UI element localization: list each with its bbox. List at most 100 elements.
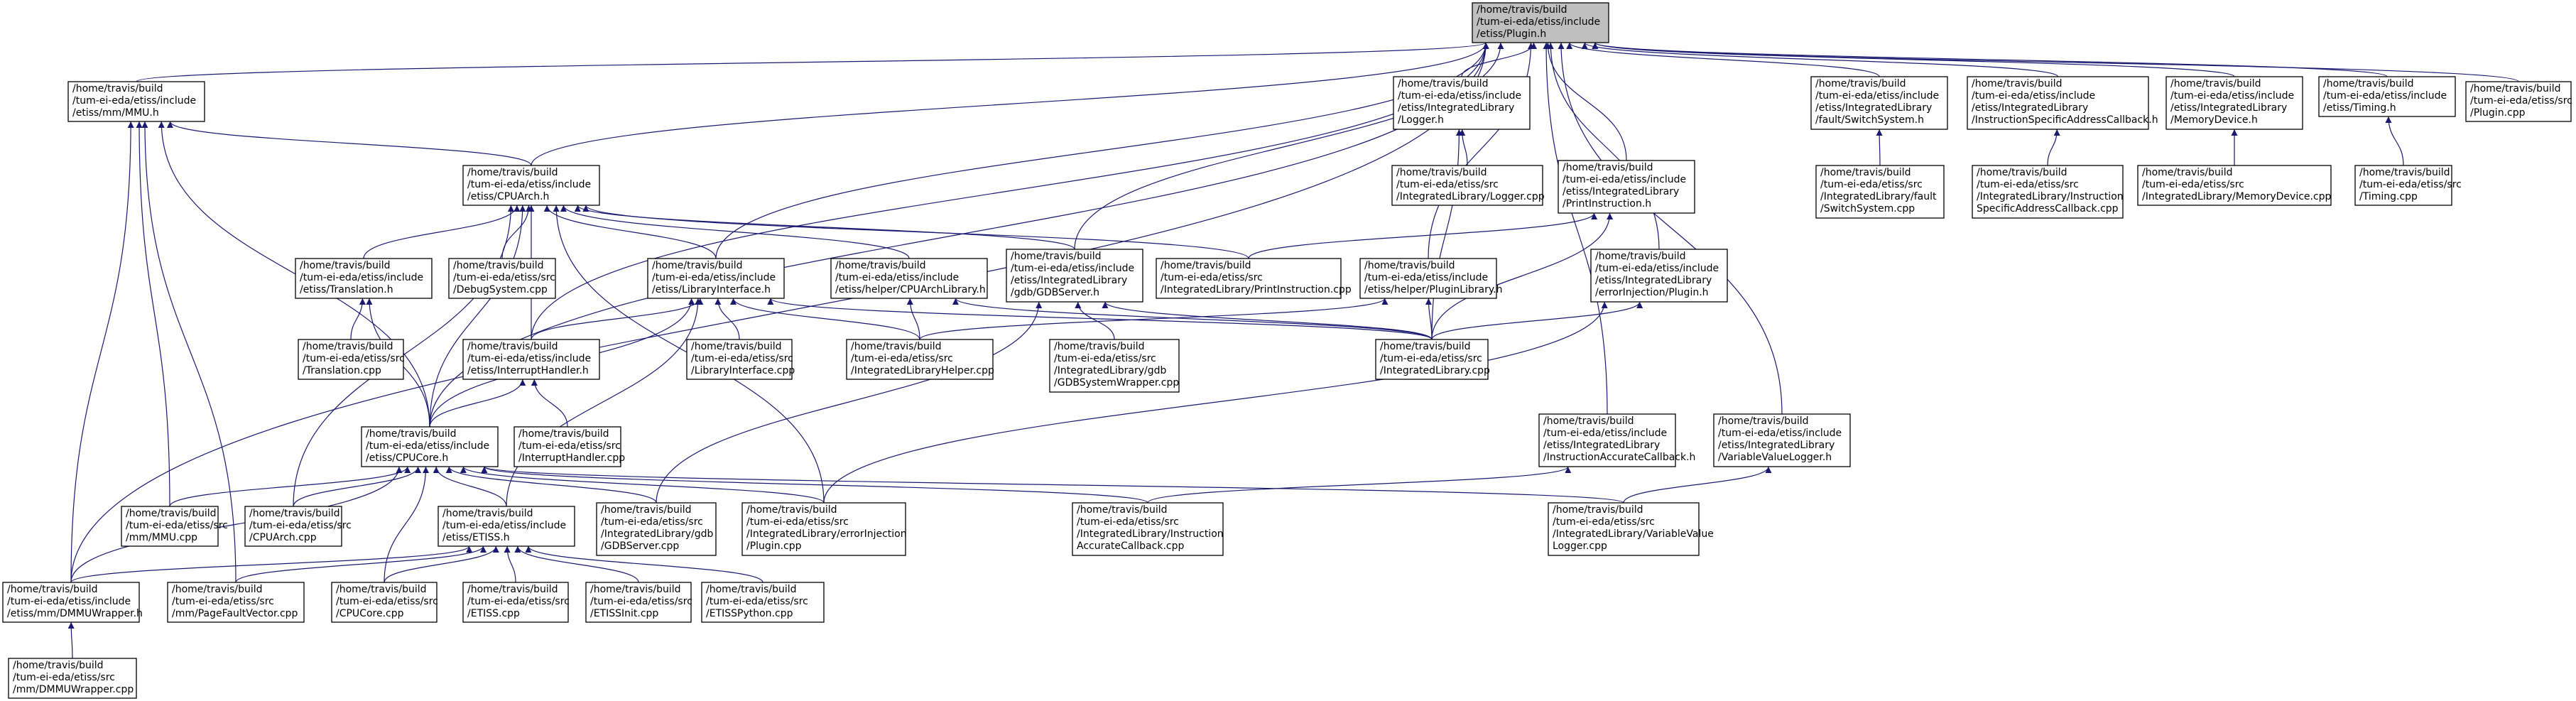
graph-node-translation-h[interactable]: /home/travis/build/tum-ei-eda/etiss/incl… xyxy=(295,258,433,299)
node-box xyxy=(741,502,906,556)
node-label-line: /home/travis/build xyxy=(1553,504,1643,516)
graph-node-vvlogger-h[interactable]: /home/travis/build/tum-ei-eda/etiss/incl… xyxy=(1713,413,1851,467)
graph-node-translation-cpp[interactable]: /home/travis/build/tum-ei-eda/etiss/src/… xyxy=(298,339,405,380)
graph-node-etiss-h[interactable]: /home/travis/build/tum-ei-eda/etiss/incl… xyxy=(438,506,575,547)
graph-node-errinj-h[interactable]: /home/travis/build/tum-ei-eda/etiss/incl… xyxy=(1590,249,1728,303)
node-box xyxy=(2354,165,2452,206)
node-label-line: /etiss/LibraryInterface.h xyxy=(652,284,771,295)
node-label-line: /home/travis/build xyxy=(2170,78,2261,89)
edge-etisspython-cpp-to-etiss-h xyxy=(525,545,763,583)
graph-node-plugin-cpp[interactable]: /home/travis/build/tum-ei-eda/etiss/src/… xyxy=(2465,81,2572,122)
graph-node-libiface-cpp[interactable]: /home/travis/build/tum-ei-eda/etiss/src/… xyxy=(686,339,795,380)
graph-node-printinstr-h[interactable]: /home/travis/build/tum-ei-eda/etiss/incl… xyxy=(1558,160,1695,214)
graph-node-cpucore-h[interactable]: /home/travis/build/tum-ei-eda/etiss/incl… xyxy=(361,426,499,467)
graph-node-intlibhelper-cpp[interactable]: /home/travis/build/tum-ei-eda/etiss/src/… xyxy=(846,339,994,380)
graph-node-inthandler-cpp[interactable]: /home/travis/build/tum-ei-eda/etiss/src/… xyxy=(513,426,625,467)
node-label-line: /tum-ei-eda/etiss/include xyxy=(442,520,566,531)
graph-node-plugin-h[interactable]: /home/travis/build/tum-ei-eda/etiss/incl… xyxy=(1472,2,1609,43)
graph-node-mmu-cpp[interactable]: /home/travis/build/tum-ei-eda/etiss/src/… xyxy=(121,506,228,547)
edge-intlib-cpp-to-pluginlib-h xyxy=(1425,298,1433,340)
graph-node-memdev-h[interactable]: /home/travis/build/tum-ei-eda/etiss/incl… xyxy=(2165,76,2303,130)
node-label-line: /IntegratedLibrary/gdb xyxy=(601,528,713,540)
node-label-line: /tum-ei-eda/etiss/src xyxy=(1977,179,2079,190)
node-label-line: /Plugin.cpp xyxy=(2470,107,2526,119)
node-box xyxy=(1156,258,1342,299)
graph-node-errinj-cpp[interactable]: /home/travis/build/tum-ei-eda/etiss/src/… xyxy=(741,502,907,556)
node-label-line: /home/travis/build xyxy=(249,508,340,519)
graph-node-etiss-cpp[interactable]: /home/travis/build/tum-ei-eda/etiss/src/… xyxy=(462,582,570,623)
graph-node-gdbsyswrap-cpp[interactable]: /home/travis/build/tum-ei-eda/etiss/src/… xyxy=(1049,339,1180,393)
node-box xyxy=(67,81,205,122)
node-box xyxy=(647,258,785,299)
graph-node-printinstr-cpp[interactable]: /home/travis/build/tum-ei-eda/etiss/src/… xyxy=(1156,258,1352,299)
edge-pagefault-cpp-to-etiss-h xyxy=(235,545,487,583)
graph-node-memdev-cpp[interactable]: /home/travis/build/tum-ei-eda/etiss/src/… xyxy=(2137,165,2332,206)
graph-node-switchsystem-h[interactable]: /home/travis/build/tum-ei-eda/etiss/incl… xyxy=(1810,76,1948,130)
graph-node-cpucore-cpp[interactable]: /home/travis/build/tum-ei-eda/etiss/src/… xyxy=(331,582,438,623)
node-label-line: /tum-ei-eda/etiss/src xyxy=(453,272,555,283)
graph-node-pagefault-cpp[interactable]: /home/travis/build/tum-ei-eda/etiss/src/… xyxy=(167,582,305,623)
node-label-line: /MemoryDevice.h xyxy=(2170,114,2258,126)
edge-pluginlib-h-to-plugin-h xyxy=(1428,42,1535,259)
node-label-line: /etiss/helper/CPUArchLibrary.h xyxy=(835,284,986,295)
graph-node-vvlogger-cpp[interactable]: /home/travis/build/tum-ei-eda/etiss/src/… xyxy=(1548,502,1714,556)
node-label-line: /home/travis/build xyxy=(1477,4,1567,16)
node-label-line: /tum-ei-eda/etiss/src xyxy=(706,596,808,607)
graph-node-timing-h[interactable]: /home/travis/build/tum-ei-eda/etiss/incl… xyxy=(2318,76,2456,117)
edge-gdbserver-h-to-plugin-h xyxy=(1074,42,1504,250)
graph-node-logger-h[interactable]: /home/travis/build/tum-ei-eda/etiss/incl… xyxy=(1393,76,1531,130)
graph-node-libiface-h[interactable]: /home/travis/build/tum-ei-eda/etiss/incl… xyxy=(647,258,785,299)
graph-node-iacb-cpp[interactable]: /home/travis/build/tum-ei-eda/etiss/src/… xyxy=(1072,502,1224,556)
graph-node-gdbserver-cpp[interactable]: /home/travis/build/tum-ei-eda/etiss/src/… xyxy=(596,502,717,556)
node-label-line: /tum-ei-eda/etiss/include xyxy=(1477,16,1600,28)
graph-node-isacb-h[interactable]: /home/travis/build/tum-ei-eda/etiss/incl… xyxy=(1967,76,2158,130)
node-label-line: /tum-ei-eda/etiss/src xyxy=(746,516,849,528)
graph-node-cpuarchlib-h[interactable]: /home/travis/build/tum-ei-eda/etiss/incl… xyxy=(830,258,988,299)
graph-node-mmu-h[interactable]: /home/travis/build/tum-ei-eda/etiss/incl… xyxy=(67,81,205,122)
graph-node-timing-cpp[interactable]: /home/travis/build/tum-ei-eda/etiss/src/… xyxy=(2354,165,2462,206)
node-label-line: /InstructionSpecificAddressCallback.h xyxy=(1972,114,2158,126)
edge-cpucore-h-to-inthandler-h xyxy=(429,379,526,428)
node-label-line: /mm/DMMUWrapper.cpp xyxy=(13,684,134,695)
node-label-line: /CPUArch.cpp xyxy=(249,532,317,543)
node-label-line: /etiss/IntegratedLibrary xyxy=(1815,102,1932,114)
node-label-line: /IntegratedLibrary/fault xyxy=(1820,191,1937,202)
node-label-line: /home/travis/build xyxy=(2470,83,2561,94)
graph-node-logger-cpp[interactable]: /home/travis/build/tum-ei-eda/etiss/src/… xyxy=(1391,165,1545,206)
edge-dmmuwrap-cpp-to-dmmuwrap-h xyxy=(67,621,75,659)
node-label-line: /home/travis/build xyxy=(518,428,609,440)
graph-node-pluginlib-h[interactable]: /home/travis/build/tum-ei-eda/etiss/incl… xyxy=(1359,258,1503,299)
node-label-line: /tum-ei-eda/etiss/include xyxy=(2170,90,2294,102)
edge-intlibhelper-cpp-to-libiface-h xyxy=(730,298,920,340)
node-box xyxy=(295,258,433,299)
node-box xyxy=(2165,76,2303,130)
node-label-line: /home/travis/build xyxy=(691,341,782,352)
graph-node-isacb-cpp[interactable]: /home/travis/build/tum-ei-eda/etiss/src/… xyxy=(1972,165,2124,219)
node-box xyxy=(438,506,575,547)
graph-node-dmmuwrap-cpp[interactable]: /home/travis/build/tum-ei-eda/etiss/src/… xyxy=(8,658,137,699)
graph-node-inthandler-h[interactable]: /home/travis/build/tum-ei-eda/etiss/incl… xyxy=(462,339,600,380)
graph-node-intlib-cpp[interactable]: /home/travis/build/tum-ei-eda/etiss/src/… xyxy=(1375,339,1490,380)
graph-node-cpuarch-h[interactable]: /home/travis/build/tum-ei-eda/etiss/incl… xyxy=(462,165,600,206)
node-label-line: /tum-ei-eda/etiss/src xyxy=(1161,272,1263,283)
node-label-line: /tum-ei-eda/etiss/include xyxy=(7,596,131,607)
node-label-line: /home/travis/build xyxy=(2323,78,2414,89)
node-label-line: /tum-ei-eda/etiss/src xyxy=(2359,179,2462,190)
graph-node-etissinit-cpp[interactable]: /home/travis/build/tum-ei-eda/etiss/src/… xyxy=(585,582,692,623)
edge-logger-cpp-to-logger-h xyxy=(1459,129,1468,166)
node-label-line: /tum-ei-eda/etiss/include xyxy=(652,272,776,283)
node-label-line: /tum-ei-eda/etiss/src xyxy=(126,520,228,531)
graph-node-dmmuwrap-h[interactable]: /home/travis/build/tum-ei-eda/etiss/incl… xyxy=(2,582,143,623)
graph-node-cpuarch-cpp[interactable]: /home/travis/build/tum-ei-eda/etiss/src/… xyxy=(244,506,352,547)
node-label-line: SpecificAddressCallback.cpp xyxy=(1977,203,2119,214)
node-label-line: /tum-ei-eda/etiss/src xyxy=(303,353,405,364)
node-label-line: /tum-ei-eda/etiss/include xyxy=(1972,90,2095,102)
graph-node-iacb-h[interactable]: /home/travis/build/tum-ei-eda/etiss/incl… xyxy=(1538,413,1695,467)
graph-node-gdbserver-h[interactable]: /home/travis/build/tum-ei-eda/etiss/incl… xyxy=(1006,249,1143,303)
edge-cpuarch-cpp-to-cpucore-h xyxy=(293,466,422,507)
node-label-line: /home/travis/build xyxy=(366,428,457,440)
graph-node-switchsystem-cpp[interactable]: /home/travis/build/tum-ei-eda/etiss/src/… xyxy=(1815,165,1945,219)
graph-node-etisspython-cpp[interactable]: /home/travis/build/tum-ei-eda/etiss/src/… xyxy=(701,582,825,623)
graph-node-debugsystem-cpp[interactable]: /home/travis/build/tum-ei-eda/etiss/src/… xyxy=(448,258,556,299)
edge-cpuarchlib-h-to-cpuarch-h xyxy=(560,205,910,259)
